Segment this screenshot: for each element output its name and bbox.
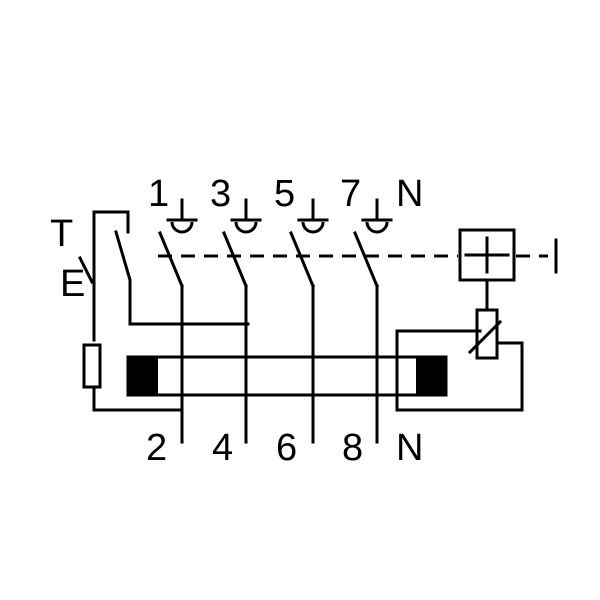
switch-blade-pole-5 — [289, 231, 315, 288]
switch-blade-pole-3 — [222, 231, 248, 288]
trip-relay-coil — [467, 308, 503, 360]
switch-blade-pole-1 — [158, 231, 184, 288]
terminal-bottom-6: 6 — [276, 427, 297, 469]
terminal-bottom-8: 8 — [342, 427, 363, 469]
terminal-top-n: N — [396, 173, 423, 215]
current-transformer-core — [126, 355, 448, 397]
switch-blade-pole-7 — [353, 231, 379, 288]
terminal-bottom-2: 2 — [146, 427, 167, 469]
core-left-block — [128, 357, 158, 395]
contact-symbol-1 — [166, 198, 198, 234]
contact-symbol-3 — [230, 198, 262, 234]
resistor — [82, 343, 102, 389]
test-label-t: T — [50, 213, 73, 255]
test-label-e: E — [60, 263, 85, 305]
test-button — [77, 210, 250, 342]
terminal-top-5: 5 — [274, 173, 295, 215]
trip-mechanism-box — [458, 228, 516, 282]
contact-symbol-7 — [361, 198, 393, 234]
terminal-bottom-4: 4 — [212, 427, 233, 469]
core-right-block — [416, 357, 446, 395]
contact-symbol-5 — [297, 198, 329, 234]
terminal-top-1: 1 — [148, 173, 169, 215]
terminal-top-3: 3 — [210, 173, 231, 215]
terminal-top-7: 7 — [340, 173, 361, 215]
terminal-bottom-n: N — [396, 427, 423, 469]
